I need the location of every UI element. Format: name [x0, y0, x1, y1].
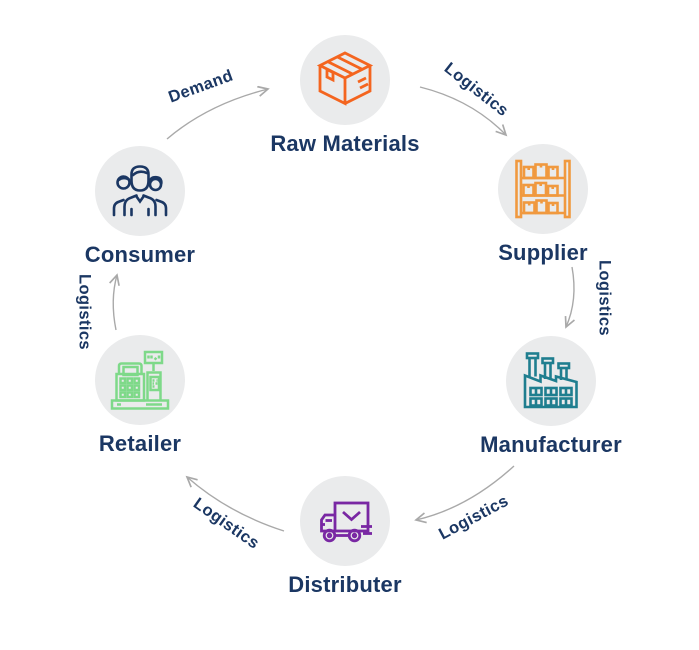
truck-icon — [320, 501, 372, 543]
node-label-raw-materials: Raw Materials — [270, 131, 420, 156]
arrow-supplier-to-manufacturer — [566, 266, 574, 327]
node-manufacturer: Manufacturer — [451, 336, 651, 458]
node-circle — [300, 476, 390, 566]
node-circle — [95, 146, 185, 236]
package-icon — [316, 51, 374, 106]
node-label-retailer: Retailer — [98, 431, 182, 456]
node-raw-materials: Raw Materials — [245, 35, 445, 157]
node-distributer: Distributer — [245, 476, 445, 598]
edge-label-logistics-supplier-manufacturer: Logistics — [595, 259, 614, 337]
factory-icon — [523, 352, 578, 409]
arrow-retailer-to-consumer — [113, 275, 117, 331]
node-supplier: Supplier — [443, 144, 643, 266]
cash-register-icon — [110, 350, 170, 410]
node-circle — [498, 144, 588, 234]
node-circle — [95, 335, 185, 425]
edge-label-logistics-manufacturer-distributer: Logistics — [435, 491, 512, 544]
node-label-manufacturer: Manufacturer — [480, 432, 622, 457]
shelf-icon — [515, 159, 571, 219]
node-label-supplier: Supplier — [498, 240, 588, 265]
node-circle — [506, 336, 596, 426]
people-icon — [112, 165, 168, 217]
node-retailer: Retailer — [40, 335, 240, 457]
edge-label-demand: Demand — [166, 66, 236, 107]
edge-label-logistics-raw-supplier: Logistics — [440, 59, 512, 121]
node-consumer: Consumer — [40, 146, 240, 268]
node-circle — [300, 35, 390, 125]
node-label-consumer: Consumer — [84, 242, 196, 267]
node-label-distributer: Distributer — [288, 572, 402, 597]
